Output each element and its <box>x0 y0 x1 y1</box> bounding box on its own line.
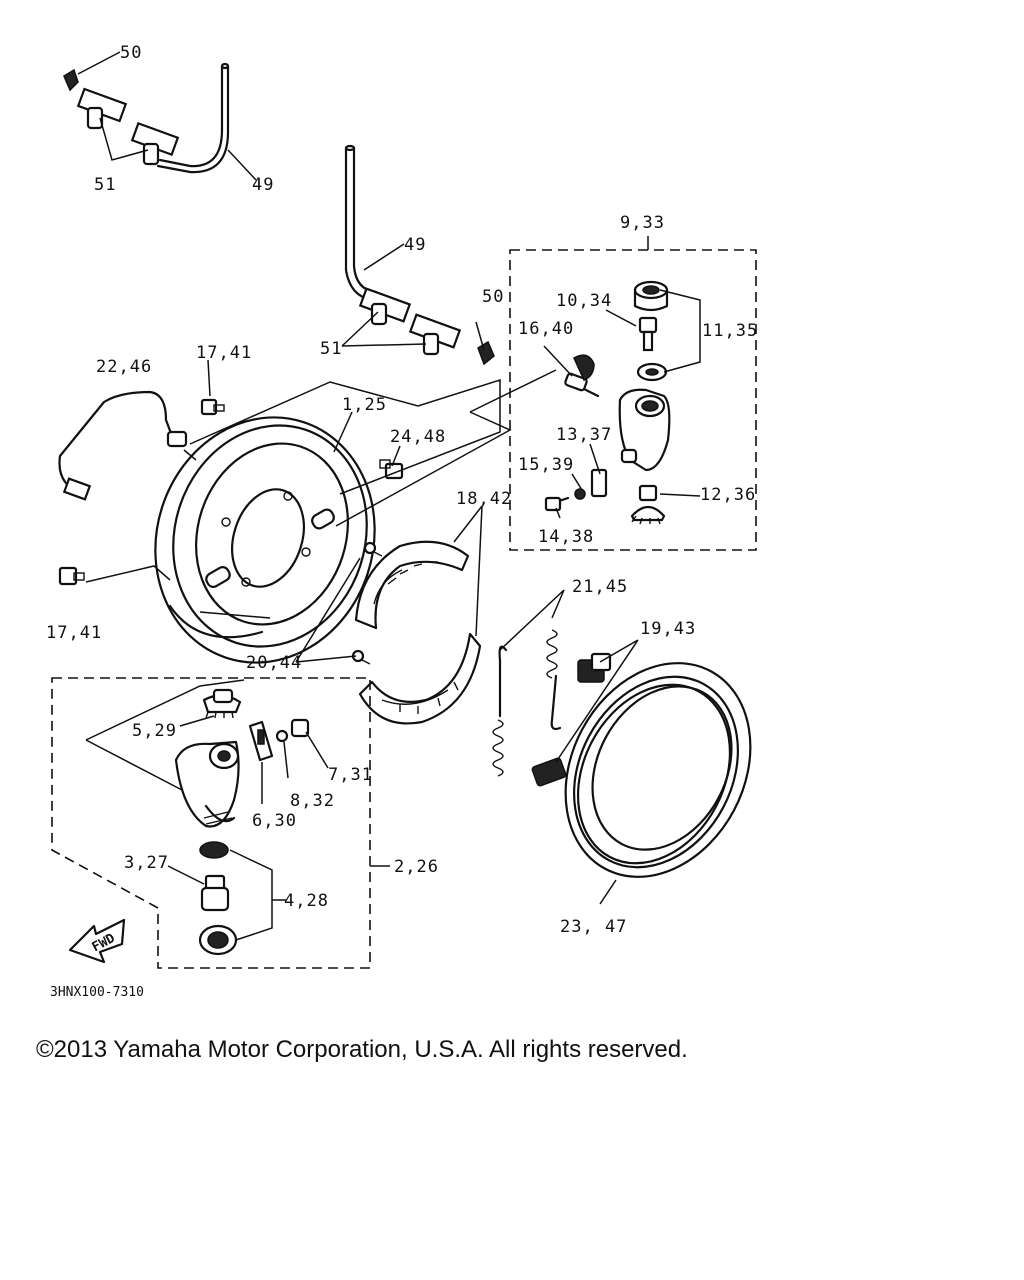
diagram-code: 3HNX100-7310 <box>50 985 144 1000</box>
label-22-46: 22,46 <box>96 357 152 377</box>
label-9-33: 9,33 <box>620 213 665 233</box>
copyright-notice: ©2013 Yamaha Motor Corporation, U.S.A. A… <box>36 1036 688 1063</box>
brake-shoe-upper <box>354 540 470 630</box>
label-4-28: 4,28 <box>284 891 329 911</box>
label-16-40: 16,40 <box>518 319 574 339</box>
label-17-41-lower: 17,41 <box>46 623 102 643</box>
brake-shoe-lower <box>358 632 482 725</box>
label-13-37: 13,37 <box>556 425 612 445</box>
label-24-48: 24,48 <box>390 427 446 447</box>
label-21-45: 21,45 <box>572 577 628 597</box>
retainer-clip-19-43 <box>531 652 612 787</box>
label-10-34: 10,34 <box>556 291 612 311</box>
label-8-32: 8,32 <box>290 791 335 811</box>
label-50-upper: 50 <box>120 43 142 63</box>
brake-backing-plate <box>154 416 376 664</box>
label-6-30: 6,30 <box>252 811 297 831</box>
label-1-25: 1,25 <box>342 395 387 415</box>
label-19-43: 19,43 <box>640 619 696 639</box>
leader-lines <box>77 51 701 941</box>
label-7-31: 7,31 <box>328 765 373 785</box>
label-11-35: 11,35 <box>702 321 758 341</box>
bolt-17-41-upper <box>200 398 225 416</box>
label-23-47: 23, 47 <box>560 917 627 937</box>
label-3-27: 3,27 <box>124 853 169 873</box>
label-18-42: 18,42 <box>456 489 512 509</box>
label-5-29: 5,29 <box>132 721 177 741</box>
brake-drum <box>564 662 752 878</box>
pin-20-44 <box>351 541 383 665</box>
group-box-2-26 <box>51 677 371 969</box>
label-2-26: 2,26 <box>394 857 439 877</box>
bolt-17-41-lower <box>58 566 85 586</box>
assembly-outline <box>85 369 557 791</box>
label-51-center: 51 <box>320 339 342 359</box>
fwd-arrow-icon: FWD <box>68 918 126 964</box>
label-17-41-upper: 17,41 <box>196 343 252 363</box>
label-49-center: 49 <box>404 235 426 255</box>
brake-hose-center <box>344 144 495 366</box>
label-15-39: 15,39 <box>518 455 574 475</box>
brake-hose-upper-left <box>63 62 230 174</box>
label-50-center: 50 <box>482 287 504 307</box>
wheel-cylinder-upper <box>544 280 671 525</box>
label-49-upper: 49 <box>252 175 274 195</box>
label-14-38: 14,38 <box>538 527 594 547</box>
wheel-cylinder-lower <box>174 688 310 956</box>
label-51-upper: 51 <box>94 175 116 195</box>
bleeder-24-48 <box>379 459 404 480</box>
return-springs <box>492 629 562 777</box>
label-12-36: 12,36 <box>700 485 756 505</box>
label-20-44: 20,44 <box>246 653 302 673</box>
brake-pipe-22-46 <box>58 390 188 501</box>
